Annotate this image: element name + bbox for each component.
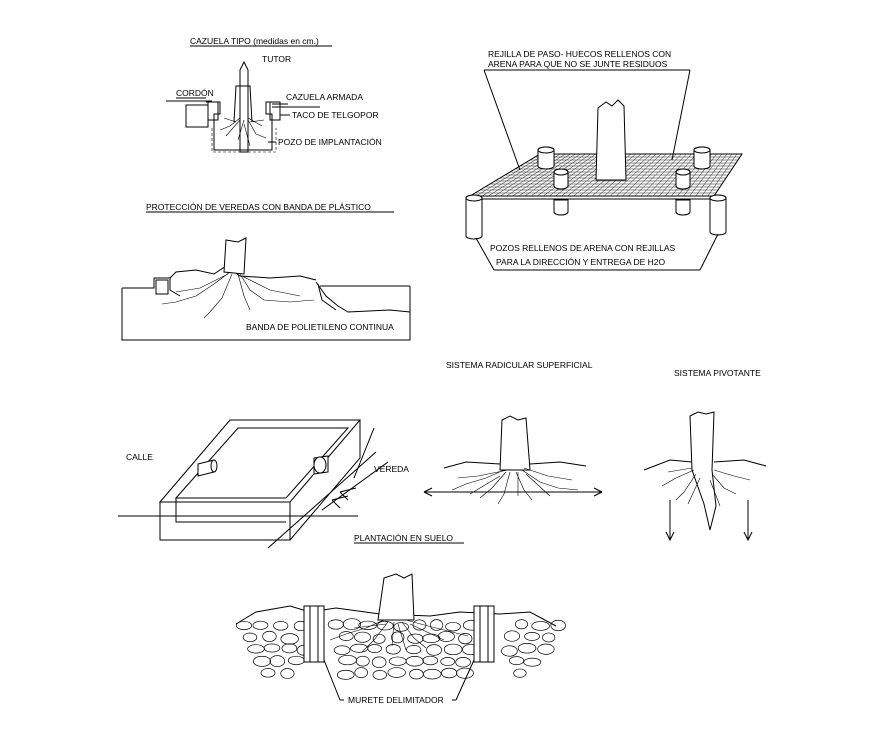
label-cazuela-armada: CAZUELA ARMADA (286, 92, 363, 102)
planter-top-inner (174, 427, 350, 499)
pivotante-arrow-left (665, 500, 675, 542)
pozos-note-line2: PARA LA DIRECCIÓN Y ENTREGA DE H2O (496, 257, 665, 267)
label-tutor: TUTOR (262, 54, 291, 64)
vereda-edge-lines (267, 427, 389, 549)
proteccion-veredas-detail: PROTECCIÓN DE VEREDAS CON BANDA DE PLÁST… (121, 202, 411, 341)
plantacion-suelo-detail: CALLE VEREDA PLANTACIÓN EN SUELO (118, 419, 464, 549)
pozos-note-line1: POZOS RELLENOS DE ARENA CON REJILLAS (490, 243, 676, 253)
radicular-superficial-detail: SISTEMA RADICULAR SUPERFICIAL (423, 360, 603, 505)
pozo-implantacion-outline (211, 128, 277, 153)
murete-delimitador-detail: MURETE DELIMITADOR (235, 573, 566, 706)
cazuela-walls (206, 101, 281, 151)
grating-edge (469, 195, 715, 200)
cazuela-tipo-detail: CAZUELA TIPO (medidas en cm.) TUTOR CORD… (166, 36, 382, 153)
pivotante-ground (643, 459, 767, 471)
label-calle: CALLE (126, 452, 153, 462)
banda-label: BANDA DE POLIETILENO CONTINUA (246, 322, 394, 332)
cazuela-tipo-title: CAZUELA TIPO (medidas en cm.) (190, 36, 319, 46)
planter-top-outer (158, 419, 362, 503)
label-vereda: VEREDA (374, 464, 409, 474)
pivotante-detail: SISTEMA PIVOTANTE (643, 368, 767, 542)
cordon-block (185, 104, 209, 128)
pivotante-title: SISTEMA PIVOTANTE (674, 368, 761, 378)
murete-roots (329, 619, 469, 653)
pivotante-arrow-right (743, 500, 753, 542)
murete-trunk (377, 573, 415, 621)
pivotante-trunk (689, 411, 717, 531)
curb-profile (122, 277, 181, 297)
planter-front (159, 502, 291, 541)
proteccion-title: PROTECCIÓN DE VEREDAS CON BANDA DE PLÁST… (146, 202, 371, 212)
taco-telgopor-right (269, 101, 281, 121)
pipe-left-end (210, 459, 218, 473)
planter-side (289, 420, 361, 541)
murete-right (473, 605, 495, 663)
rejilla-callout-lines (483, 69, 691, 171)
curb-box (155, 279, 169, 295)
soil-block (121, 286, 411, 341)
label-pozo-implantacion: POZO DE IMPLANTACIÓN (278, 137, 382, 147)
planter-inner-depth (175, 498, 286, 523)
vereda-arrow-1 (339, 487, 357, 501)
superficial-arrowheads (423, 487, 603, 497)
cazuela-roots (219, 117, 267, 147)
superficial-ground (443, 461, 587, 469)
pipe-right-end (313, 456, 327, 474)
pivotante-roots (661, 467, 751, 507)
pozos-callout-lines (475, 233, 719, 271)
superficial-roots (451, 467, 579, 505)
superficial-title: SISTEMA RADICULAR SUPERFICIAL (446, 360, 593, 370)
cobblestone-soil (235, 618, 566, 680)
banda-plastica-left (315, 281, 411, 313)
proteccion-roots (161, 271, 315, 319)
murete-label: MURETE DELIMITADOR (348, 695, 444, 705)
proteccion-trunk (223, 237, 247, 275)
rejilla-tree-trunk (595, 99, 627, 181)
rejilla-note-line2: ARENA PARA QUE NO SE JUNTE RESIDUOS (488, 59, 668, 69)
rejilla-detail: REJILLA DE PASO- HUECOS RELLENOS CON ARE… (465, 49, 743, 271)
label-cordon: CORDÓN (176, 88, 214, 98)
tree-trunk (233, 85, 253, 123)
tutor-post (239, 60, 249, 153)
taco-telgopor-left (207, 101, 219, 121)
pozo-posts (465, 146, 727, 240)
murete-left (303, 605, 325, 663)
rejilla-note-line1: REJILLA DE PASO- HUECOS RELLENOS CON (488, 49, 671, 59)
banda-edge (317, 283, 337, 311)
superficial-trunk (499, 415, 531, 471)
plantacion-title: PLANTACIÓN EN SUELO (354, 533, 453, 543)
label-taco-telgopor: TACO DE TELGOPOR (292, 110, 379, 120)
vereda-arrow-2 (331, 495, 349, 509)
